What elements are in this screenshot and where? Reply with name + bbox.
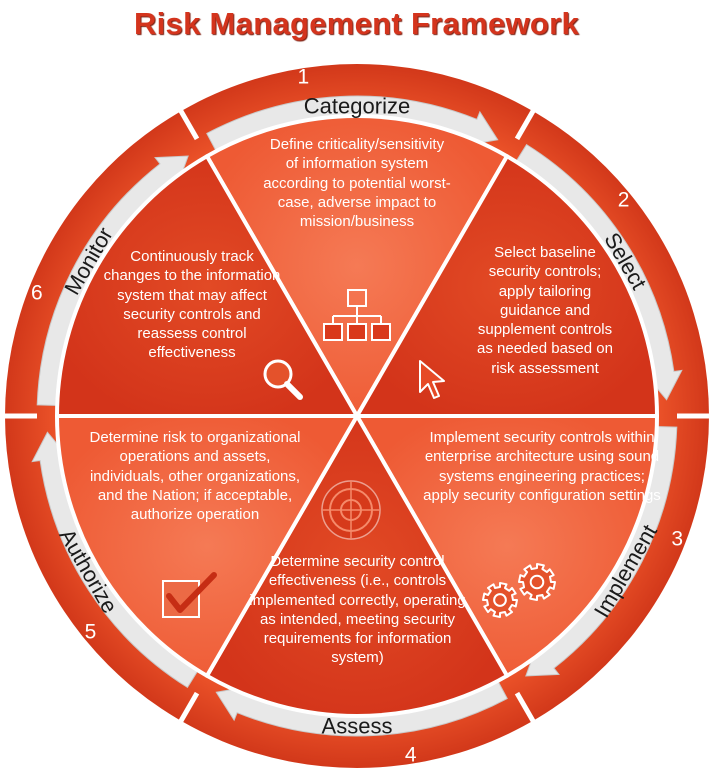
checkbox-icon: [162, 572, 217, 618]
ring-separator: [177, 108, 200, 141]
wedge-monitor: [55, 154, 359, 418]
gears-icon: [482, 563, 556, 618]
step-number-6: 6: [31, 282, 43, 305]
step-description-assess: Determine security control effectiveness…: [249, 553, 466, 667]
step-number-5: 5: [85, 620, 97, 643]
ring-separator: [177, 691, 200, 724]
cursor-arrow-icon: [419, 360, 445, 399]
wedge-categorize: [205, 114, 509, 418]
target-icon: [321, 480, 381, 540]
step-number-4: 4: [405, 743, 417, 766]
wedge-implement: [355, 414, 659, 678]
step-description-categorize: Define criticality/sensitivity of inform…: [263, 136, 451, 231]
step-description-select: Select baseline security controls; apply…: [477, 244, 613, 377]
step-description-authorize: Determine risk to organizational operati…: [89, 429, 301, 524]
step-label-categorize: Categorize: [304, 94, 410, 119]
step-number-3: 3: [671, 527, 683, 550]
wedge-select: [355, 154, 659, 418]
step-description-monitor: Continuously track changes to the inform…: [103, 248, 281, 362]
ring-separator: [514, 108, 537, 141]
step-description-implement: Implement security controls within enter…: [423, 429, 661, 504]
ring-separator: [514, 691, 537, 724]
wedge-authorize: [55, 414, 359, 678]
org-chart-icon: [323, 289, 391, 341]
magnifier-icon: [263, 359, 303, 400]
step-number-2: 2: [618, 189, 630, 212]
diagram-title: Risk Management Framework: [133, 6, 580, 41]
step-label-assess: Assess: [322, 714, 393, 739]
wedge-assess: [205, 414, 509, 718]
step-number-1: 1: [297, 66, 309, 89]
